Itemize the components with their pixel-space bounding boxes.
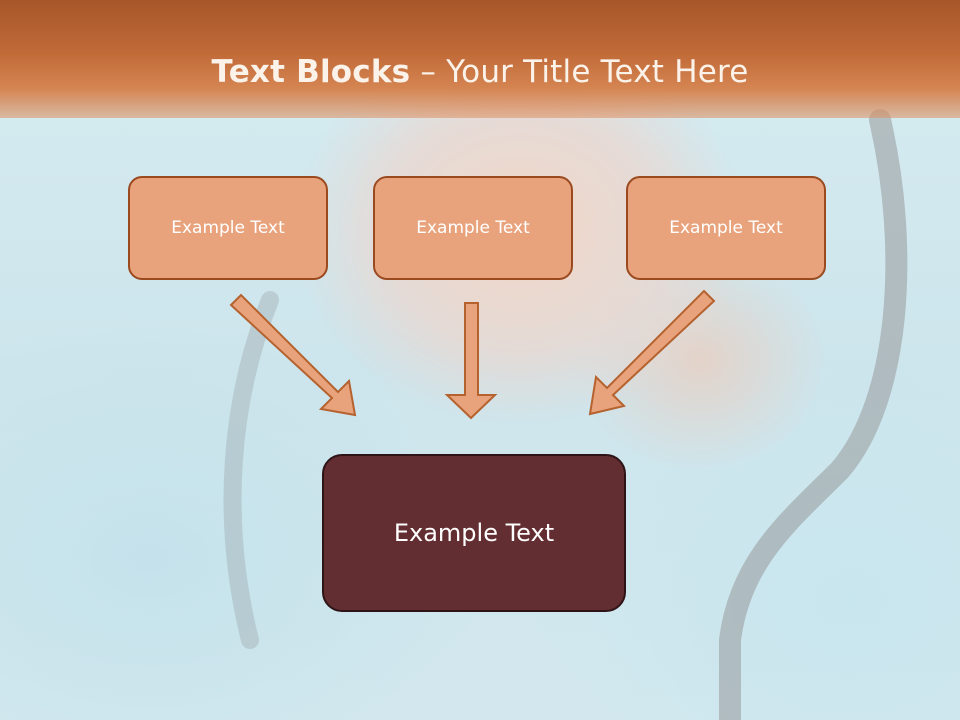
main-text-block-label: Example Text [393,519,555,547]
text-block-left[interactable]: Example Text [128,176,328,280]
text-block-right[interactable]: Example Text [626,176,826,280]
text-block-label: Example Text [171,218,285,238]
title-bar: Text Blocks – Your Title Text Here [0,0,960,118]
arrow-down-left-icon [588,289,716,416]
page-title: Text Blocks – Your Title Text Here [0,54,960,90]
text-block-label: Example Text [669,218,783,238]
arrow-down-icon [444,302,498,420]
arrow-down-right-icon [229,293,357,417]
text-block-label: Example Text [416,218,530,238]
text-block-center[interactable]: Example Text [373,176,573,280]
title-rest: – Your Title Text Here [410,54,749,90]
title-bold: Text Blocks [211,54,411,90]
main-text-block[interactable]: Example Text [322,454,626,612]
